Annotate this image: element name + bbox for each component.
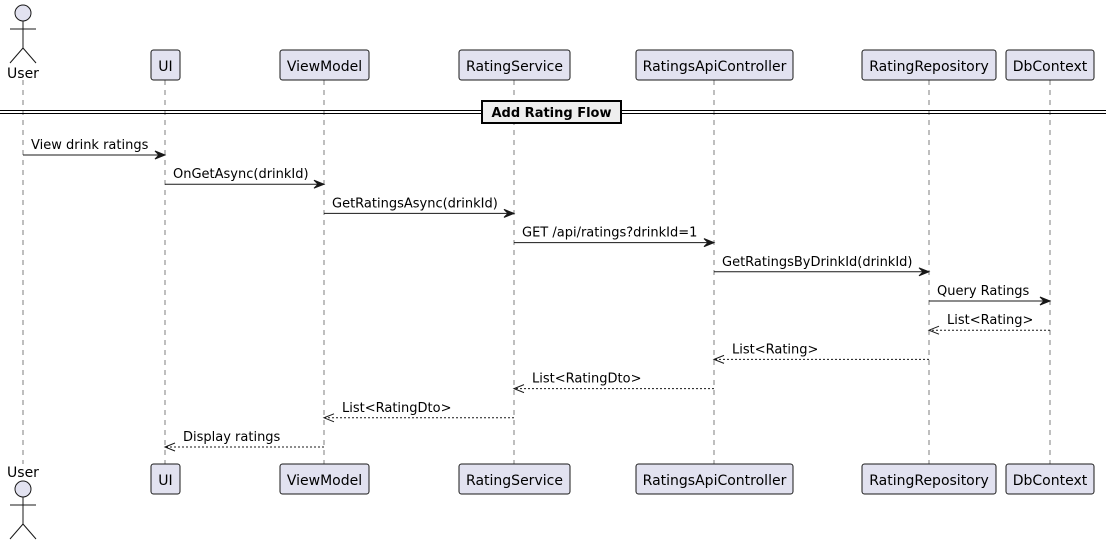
divider-label: Add Rating Flow bbox=[491, 106, 611, 121]
participant-ratingservice-top: RatingService bbox=[458, 49, 571, 81]
participant-box-dbcontext-top bbox=[1005, 49, 1095, 81]
arrow-head bbox=[927, 325, 940, 335]
arrow-head bbox=[1039, 296, 1052, 306]
message-label: List<Rating> bbox=[732, 342, 818, 357]
participant-box-ratingrepository-bottom bbox=[861, 463, 997, 495]
participant-ratingsapicontroller-bottom: RatingsApiController bbox=[635, 463, 794, 495]
message-label: GET /api/ratings?drinkId=1 bbox=[522, 226, 697, 241]
message-label: Display ratings bbox=[183, 430, 281, 445]
message-label: List<Rating> bbox=[947, 313, 1033, 328]
participant-label-ratingrepository-top: RatingRepository bbox=[869, 59, 989, 75]
participant-box-ui-bottom bbox=[150, 463, 181, 495]
message-5-getratingsbydrinkid-drinkid: GetRatingsByDrinkId(drinkId) bbox=[714, 255, 931, 277]
participant-label-ratingservice-top: RatingService bbox=[466, 59, 563, 75]
participant-label-viewmodel-top: ViewModel bbox=[287, 59, 362, 75]
arrow-head bbox=[712, 354, 725, 364]
participant-label-user-bottom: User bbox=[7, 465, 39, 481]
message-7-list-rating: List<Rating> bbox=[927, 313, 1050, 335]
participant-label-viewmodel-bottom: ViewModel bbox=[287, 473, 362, 489]
participant-box-ratingservice-bottom bbox=[458, 463, 571, 495]
participant-label-ui-top: UI bbox=[158, 59, 172, 75]
participant-label-ratingsapicontroller-top: RatingsApiController bbox=[643, 59, 787, 75]
participant-ui-bottom: UI bbox=[150, 463, 181, 495]
participant-box-ratingrepository-top bbox=[861, 49, 997, 81]
divider-box bbox=[481, 100, 622, 124]
participant-box-ratingsapicontroller-bottom bbox=[635, 463, 794, 495]
participant-label-ratingrepository-bottom: RatingRepository bbox=[869, 473, 989, 489]
message-label: GetRatingsByDrinkId(drinkId) bbox=[722, 255, 913, 270]
participant-ratingrepository-bottom: RatingRepository bbox=[861, 463, 997, 495]
participant-ratingsapicontroller-top: RatingsApiController bbox=[635, 49, 794, 81]
message-11-display-ratings: Display ratings bbox=[163, 430, 324, 452]
section-divider: Add Rating Flow bbox=[0, 100, 1106, 124]
message-3-getratingsasync-drinkid: GetRatingsAsync(drinkId) bbox=[324, 196, 516, 218]
arrow-head bbox=[163, 442, 176, 452]
message-label: List<RatingDto> bbox=[342, 401, 451, 416]
participant-ratingservice-bottom: RatingService bbox=[458, 463, 571, 495]
participant-label-ui-bottom: UI bbox=[158, 473, 172, 489]
arrow-head bbox=[322, 413, 335, 423]
message-label: List<RatingDto> bbox=[532, 372, 641, 387]
participant-box-ui-top bbox=[150, 49, 181, 81]
participant-box-viewmodel-bottom bbox=[279, 463, 370, 495]
participant-box-viewmodel-top bbox=[279, 49, 370, 81]
message-1-view-drink-ratings: View drink ratings bbox=[23, 138, 167, 160]
message-label: Query Ratings bbox=[937, 284, 1030, 299]
participant-box-ratingsapicontroller-top bbox=[635, 49, 794, 81]
participant-label-dbcontext-bottom: DbContext bbox=[1013, 473, 1088, 489]
participant-viewmodel-top: ViewModel bbox=[279, 49, 370, 81]
participant-dbcontext-top: DbContext bbox=[1005, 49, 1095, 81]
message-4-get-api-ratings-drinkid-1: GET /api/ratings?drinkId=1 bbox=[514, 226, 716, 248]
arrow-head bbox=[703, 238, 716, 248]
message-label: GetRatingsAsync(drinkId) bbox=[332, 196, 498, 211]
arrow-head bbox=[313, 179, 326, 189]
message-9-list-ratingdto: List<RatingDto> bbox=[512, 372, 714, 394]
participant-ratingrepository-top: RatingRepository bbox=[861, 49, 997, 81]
participant-label-dbcontext-top: DbContext bbox=[1013, 59, 1088, 75]
message-label: View drink ratings bbox=[31, 138, 149, 153]
message-10-list-ratingdto: List<RatingDto> bbox=[322, 401, 514, 423]
participant-dbcontext-bottom: DbContext bbox=[1005, 463, 1095, 495]
message-8-list-rating: List<Rating> bbox=[712, 342, 929, 364]
message-label: OnGetAsync(drinkId) bbox=[173, 167, 309, 182]
arrow-head bbox=[154, 150, 167, 160]
participant-box-dbcontext-bottom bbox=[1005, 463, 1095, 495]
participant-label-user-top: User bbox=[7, 66, 39, 82]
message-6-query-ratings: Query Ratings bbox=[929, 284, 1052, 306]
participant-label-ratingservice-bottom: RatingService bbox=[466, 473, 563, 489]
arrow-head bbox=[512, 384, 525, 394]
participant-label-ratingsapicontroller-bottom: RatingsApiController bbox=[643, 473, 787, 489]
actor-figure-user-bottom bbox=[9, 480, 37, 540]
message-2-ongetasync-drinkid: OnGetAsync(drinkId) bbox=[165, 167, 326, 189]
arrow-head bbox=[918, 267, 931, 277]
participant-box-ratingservice-top bbox=[458, 49, 571, 81]
participant-ui-top: UI bbox=[150, 49, 181, 81]
actor-figure-user-top bbox=[9, 4, 37, 64]
participant-viewmodel-bottom: ViewModel bbox=[279, 463, 370, 495]
arrow-head bbox=[503, 208, 516, 218]
